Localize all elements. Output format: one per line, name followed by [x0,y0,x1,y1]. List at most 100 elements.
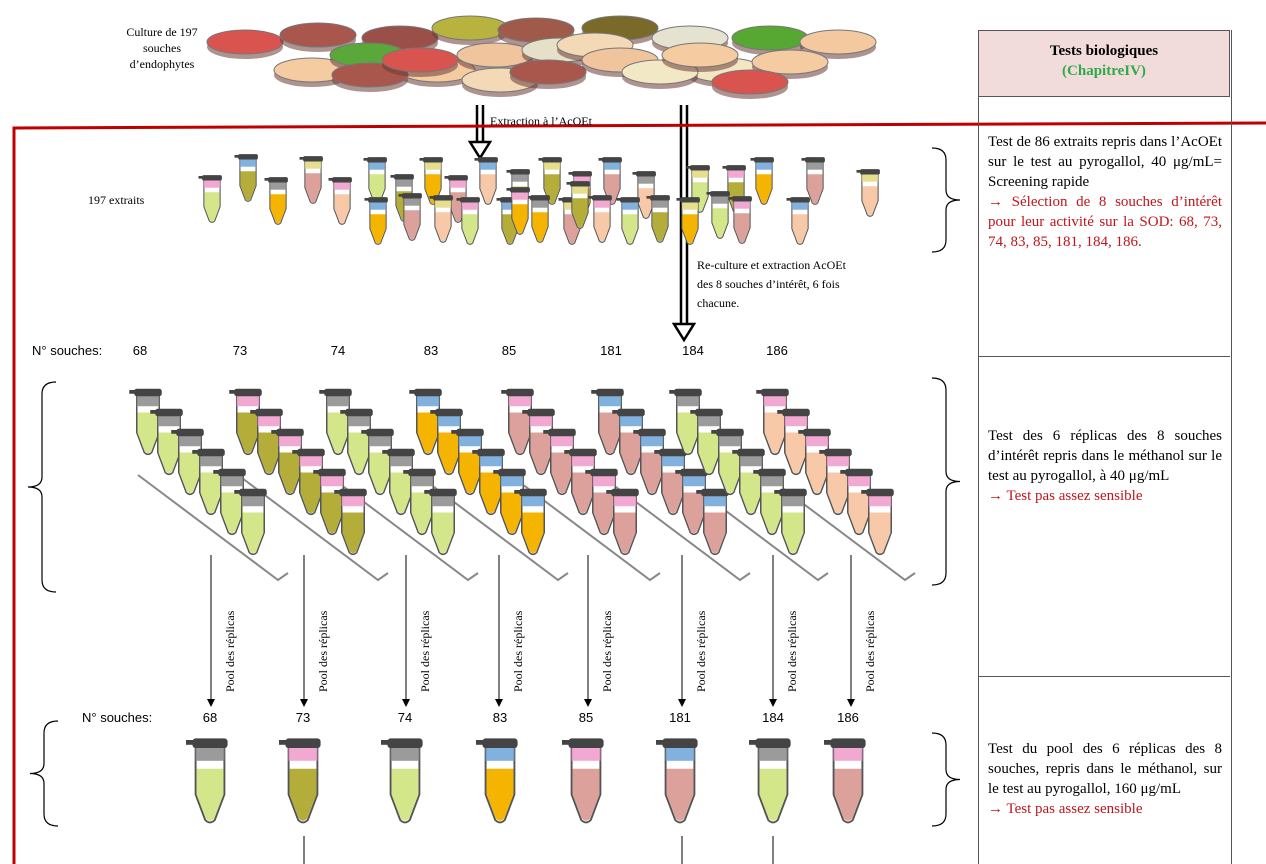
tube-cap [368,197,388,203]
tube-cap-hinge [186,740,196,745]
tube-cap-hinge [313,470,321,474]
tube-liquid [200,472,222,514]
tube-band [479,455,503,467]
strain-id-label: 181 [600,343,622,358]
replica-tube [250,408,283,476]
tube-cap-hinge [711,430,719,434]
tube-cap [636,171,656,177]
tube-band [573,175,591,184]
tube-liquid [734,213,750,243]
tube-band [299,455,323,467]
flow-arrows [467,105,697,343]
replica-tube [798,428,831,496]
tube-cap [498,468,526,477]
tube-cap-hinge [363,158,369,161]
tube-cap-hinge [398,194,404,197]
tube-band [220,475,244,487]
replica-tube [150,408,183,476]
replica-tube [340,408,373,476]
tube-liquid [242,512,264,554]
tube-liquid [512,204,528,234]
tube-cap [402,193,422,199]
tube-cap [755,738,791,748]
tube-cap-hinge [424,490,432,494]
tube-cap-hinge [824,740,834,745]
tube-band [304,160,322,169]
tube-cap [318,468,346,477]
replica-tube [840,468,873,536]
petri-dish [731,25,809,55]
tube-band [711,195,729,204]
tube-liquid [622,214,638,244]
tube-cap-hinge [474,158,480,161]
tube-cap [611,488,639,497]
tube-band [410,475,434,487]
tube-cap [845,468,873,477]
result-arrow-icon: → [988,801,1003,817]
replica-tube [543,428,576,496]
replica-tube [493,468,526,536]
tube-cap-hinge [129,390,137,394]
tube-cap [572,171,592,177]
tube-cap-hinge [292,450,300,454]
tube-liquid [321,492,343,534]
tube-liquid [652,212,668,242]
tube-cap [202,175,222,181]
strain-id-label: 184 [682,343,704,358]
tube-liquid [509,412,531,454]
tube-cap-hinge [250,410,258,414]
tube-cap [761,388,789,397]
tube-cap-hinge [501,390,509,394]
tube-cap-hinge [364,198,370,201]
tube-band [739,455,763,467]
tube-band [511,173,529,182]
petri-dish [661,42,739,72]
tube-cap-hinge [591,390,599,394]
tube-cap [782,408,810,417]
tube-cap [324,388,352,397]
tube-band [157,415,181,427]
tube-band [571,455,595,467]
tube-cap-hinge [786,198,792,201]
tube-cap [830,738,866,748]
tube-band [416,395,440,407]
extract-tube [526,195,550,243]
tube-band [449,179,467,188]
tube-cap-hinge [496,198,502,201]
tube-band [826,455,850,467]
tube-cap [155,408,183,417]
tube-liquid [438,432,460,474]
tube-liquid [459,452,481,494]
tube-cap-hinge [493,470,501,474]
tube-band [403,197,421,206]
tube-liquid [417,412,439,454]
tube-cap [824,448,852,457]
rack-rail [417,474,569,582]
tube-cap [570,181,590,187]
petri-dish [711,69,789,99]
tube-cap [456,428,484,437]
panel-section-pool: Test du pool des 6 réplicas des 8 souche… [988,739,1222,819]
brace-pool-left [29,720,59,827]
tube-band [278,435,302,447]
tube-cap [754,157,774,163]
tube-cap [690,165,710,171]
tube-band [550,435,574,447]
tube-band [760,475,784,487]
extract-tube [588,195,612,243]
tube-liquid [785,432,807,474]
strain-id-label: 74 [330,343,346,358]
tube-liquid [530,432,552,474]
tube-liquid [638,188,654,218]
tube-liquid [551,452,573,494]
tube-cap [192,738,228,748]
result-arrow-icon: → [988,488,1003,504]
tube-cap-hinge [568,172,574,175]
pooled-tube [562,738,604,824]
tube-cap-hinge [192,450,200,454]
tube-band [592,475,616,487]
tube-cap-hinge [690,410,698,414]
pool-replicas-label: Pool des réplicas [316,610,330,692]
tube-cap [596,388,624,397]
tube-cap [276,428,304,437]
